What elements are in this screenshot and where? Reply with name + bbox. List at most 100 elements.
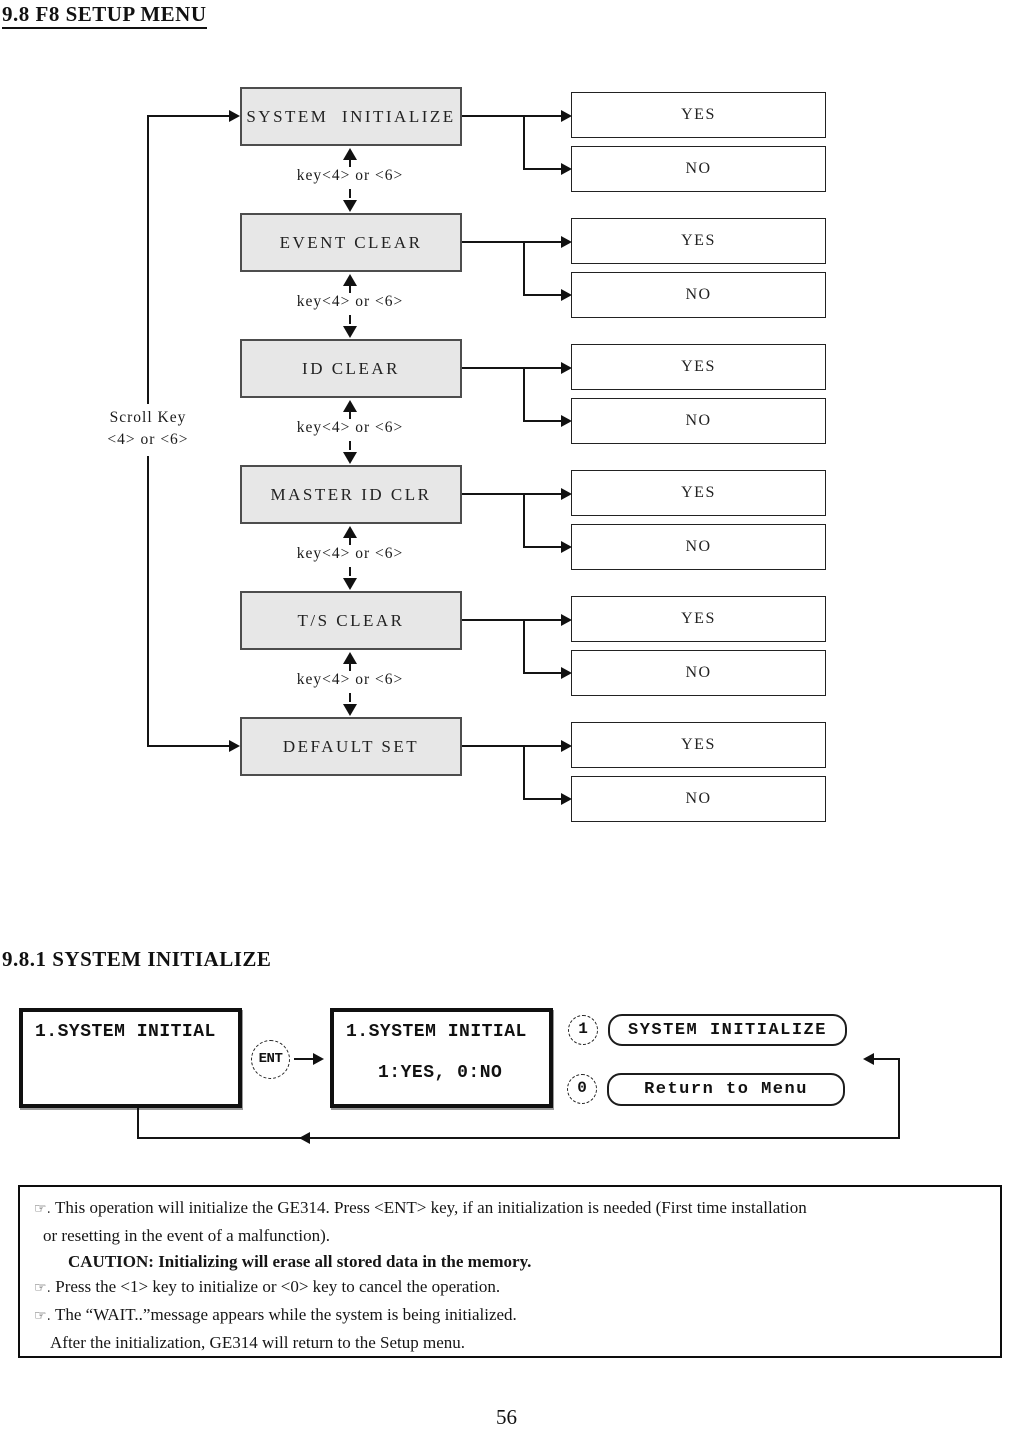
key-label: key<4> or <6> — [296, 293, 404, 310]
page-title: 9.8 F8 SETUP MENU — [2, 2, 207, 29]
lcd-text: 1.SYSTEM INITIAL — [346, 1022, 527, 1042]
key-0: 0 — [567, 1074, 597, 1104]
arrowhead-down-icon — [343, 578, 357, 590]
note-text: CAUTION: Initializing will erase all sto… — [68, 1251, 532, 1271]
key-label: key<4> or <6> — [296, 419, 404, 436]
arrowhead-down-icon — [343, 704, 357, 716]
arrowhead-right-icon — [561, 289, 572, 301]
scroll-line — [349, 158, 351, 167]
key-label: key<4> or <6> — [296, 671, 404, 688]
note-line: ☞. This operation will initialize the GE… — [34, 1195, 994, 1223]
return-line — [898, 1058, 900, 1139]
yes-label: YES — [681, 736, 716, 753]
menu-box-label: SYSTEM INITIALIZE — [246, 106, 456, 126]
return-line — [874, 1058, 900, 1060]
pointing-hand-icon: ☞. — [34, 1201, 52, 1217]
scroll-line — [349, 441, 351, 450]
yes-option-box: YES — [571, 218, 826, 264]
branch-line — [523, 798, 561, 800]
branch-line — [523, 746, 525, 799]
menu-box-label: EVENT CLEAR — [279, 232, 423, 252]
scroll-key-label-line2: <4> or <6> — [107, 431, 189, 448]
no-option-box: NO — [571, 524, 826, 570]
arrowhead-down-icon — [343, 452, 357, 464]
branch-line — [523, 672, 561, 674]
no-label: NO — [685, 160, 712, 177]
arrowhead-up-icon — [343, 526, 357, 538]
no-label: NO — [685, 538, 712, 555]
menu-box-label: MASTER ID CLR — [270, 484, 432, 504]
note-line: ☞. The “WAIT..”message appears while the… — [34, 1302, 994, 1330]
scroll-loop-line — [148, 745, 230, 747]
arrowhead-up-icon — [343, 274, 357, 286]
no-option-box: NO — [571, 398, 826, 444]
arrowhead-right-icon — [561, 541, 572, 553]
branch-line — [523, 116, 525, 169]
note-text: The “WAIT..”message appears while the sy… — [54, 1305, 517, 1325]
menu-box-id-clear: ID CLEAR — [240, 339, 462, 398]
no-option-box: NO — [571, 650, 826, 696]
branch-line — [523, 546, 561, 548]
branch-line — [462, 493, 561, 495]
scroll-line — [349, 189, 351, 198]
scroll-key-label-line1: Scroll Key — [109, 409, 187, 426]
yes-label: YES — [681, 358, 716, 375]
arrowhead-right-icon — [561, 163, 572, 175]
no-label: NO — [685, 664, 712, 681]
menu-box-system-initialize: SYSTEM INITIALIZE — [240, 87, 462, 146]
section-heading: 9.8.1 SYSTEM INITIALIZE — [2, 947, 272, 971]
menu-box-event-clear: EVENT CLEAR — [240, 213, 462, 272]
branch-line — [462, 241, 561, 243]
branch-line — [523, 242, 525, 295]
return-line — [137, 1108, 139, 1139]
scroll-line — [349, 693, 351, 702]
menu-box-master-id-clr: MASTER ID CLR — [240, 465, 462, 524]
scroll-loop-line — [148, 115, 230, 117]
no-option-box: NO — [571, 272, 826, 318]
no-option-box: NO — [571, 776, 826, 822]
branch-line — [523, 620, 525, 673]
action-return-to-menu: Return to Menu — [607, 1073, 845, 1106]
yes-label: YES — [681, 484, 716, 501]
branch-line — [462, 745, 561, 747]
branch-line — [523, 420, 561, 422]
branch-line — [462, 367, 561, 369]
menu-box-label: T/S CLEAR — [297, 610, 405, 630]
arrowhead-up-icon — [343, 400, 357, 412]
note-line: CAUTION: Initializing will erase all sto… — [68, 1249, 994, 1275]
pointing-hand-icon: ☞. — [34, 1308, 52, 1325]
note-text: This operation will initialize the GE314… — [54, 1198, 807, 1217]
arrowhead-right-icon — [561, 110, 572, 122]
yes-option-box: YES — [571, 596, 826, 642]
yes-option-box: YES — [571, 470, 826, 516]
page-title-text: 9.8 F8 SETUP MENU — [2, 2, 207, 29]
key-label: key<4> or <6> — [296, 545, 404, 562]
branch-line — [462, 115, 561, 117]
branch-line — [523, 168, 561, 170]
note-line: or resetting in the event of a malfuncti… — [43, 1223, 994, 1249]
note-line: ☞. Press the <1> key to initialize or <0… — [34, 1274, 994, 1302]
lcd-screen-confirm: 1.SYSTEM INITIAL 1:YES, 0:NO — [330, 1008, 553, 1108]
pointing-hand-icon: ☞. — [34, 1280, 52, 1297]
key-label: key<4> or <6> — [296, 167, 404, 184]
branch-line — [462, 619, 561, 621]
no-label: NO — [685, 412, 712, 429]
yes-option-box: YES — [571, 344, 826, 390]
branch-line — [523, 294, 561, 296]
arrowhead-down-icon — [343, 326, 357, 338]
arrowhead-right-icon — [313, 1053, 324, 1065]
scroll-line — [349, 410, 351, 419]
scroll-line — [349, 315, 351, 324]
lcd-text: 1:YES, 0:NO — [378, 1063, 503, 1083]
branch-line — [523, 494, 525, 547]
return-line — [137, 1137, 900, 1139]
arrowhead-right-icon — [229, 740, 240, 752]
menu-box-label: ID CLEAR — [302, 358, 400, 378]
arrowhead-up-icon — [343, 652, 357, 664]
arrowhead-right-icon — [561, 667, 572, 679]
arrowhead-right-icon — [561, 236, 572, 248]
arrowhead-up-icon — [343, 148, 357, 160]
action-system-initialize: SYSTEM INITIALIZE — [608, 1014, 847, 1046]
yes-label: YES — [681, 232, 716, 249]
